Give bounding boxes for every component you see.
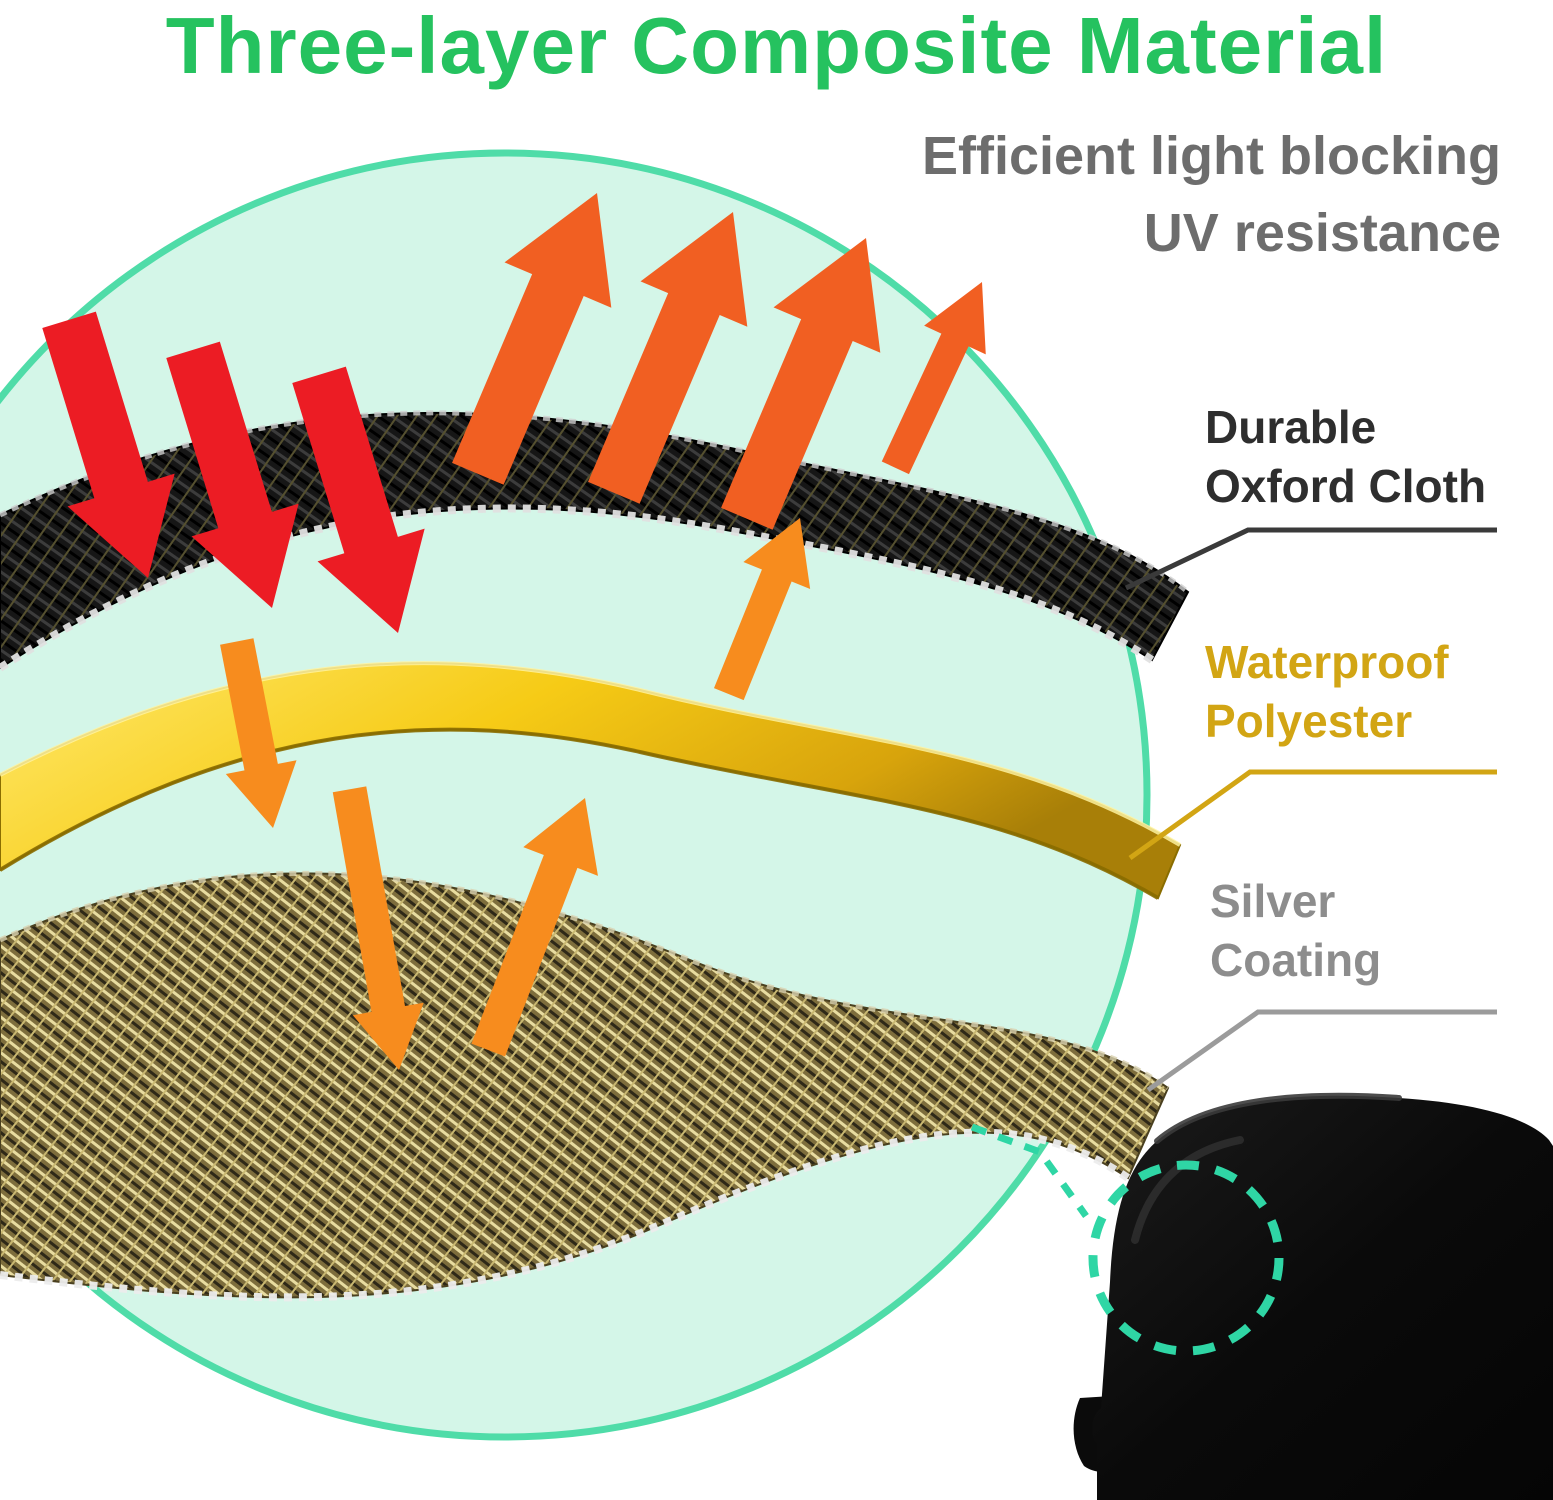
light-reflect-up-arrow-icon-1 <box>452 193 612 485</box>
label-polyester-line1: Waterproof <box>1205 636 1449 688</box>
waterproof-polyester-layer <box>0 661 1182 900</box>
silver-coating-layer <box>0 870 1170 1302</box>
heat-down-arrow-icon-1 <box>220 638 297 828</box>
heat-up-arrow-icon-2 <box>713 518 811 701</box>
label-polyester-line2: Polyester <box>1205 694 1413 747</box>
sunlight-down-arrow-icon-1 <box>42 311 175 578</box>
sunlight-down-arrow-icon-3 <box>292 366 425 633</box>
dashed-zoom-circle-icon <box>1088 1160 1284 1356</box>
light-reflect-up-arrow-icon-4 <box>881 282 986 475</box>
subtitle-line1: Efficient light blocking <box>922 126 1501 186</box>
label-silver-coating: Silver Coating <box>1210 872 1381 990</box>
sunlight-down-arrow-icon-2 <box>166 341 299 608</box>
label-oxford-cloth: Durable Oxford Cloth <box>1205 398 1486 516</box>
subtitle-line2: UV resistance <box>1143 202 1501 263</box>
callout-line-silver <box>1146 1009 1497 1093</box>
oxford-layer-stitched-edge <box>0 504 1155 672</box>
grill-cover-photo <box>1073 1092 1553 1500</box>
label-silver-line2: Coating <box>1210 933 1382 986</box>
light-reflect-up-arrow-icon-3 <box>721 238 881 530</box>
silver-layer-stitched-edge <box>0 1128 1131 1302</box>
subtitle: Efficient light blocking UV resistance <box>922 118 1501 271</box>
heat-up-arrow-icon-1 <box>471 798 598 1057</box>
label-oxford-line1: Durable <box>1205 401 1377 453</box>
callout-line-oxford <box>1124 527 1497 591</box>
label-waterproof-polyester: Waterproof Polyester <box>1205 633 1449 751</box>
zoom-connector-dashes <box>970 1123 1089 1219</box>
callout-line-polyester <box>1128 769 1497 861</box>
heat-down-arrow-icon-2 <box>332 786 424 1070</box>
label-silver-line1: Silver <box>1210 875 1336 927</box>
light-reflect-up-arrow-icon-2 <box>588 212 748 504</box>
page-title: Three-layer Composite Material <box>165 1 1388 90</box>
label-oxford-line2: Oxford Cloth <box>1205 459 1487 512</box>
